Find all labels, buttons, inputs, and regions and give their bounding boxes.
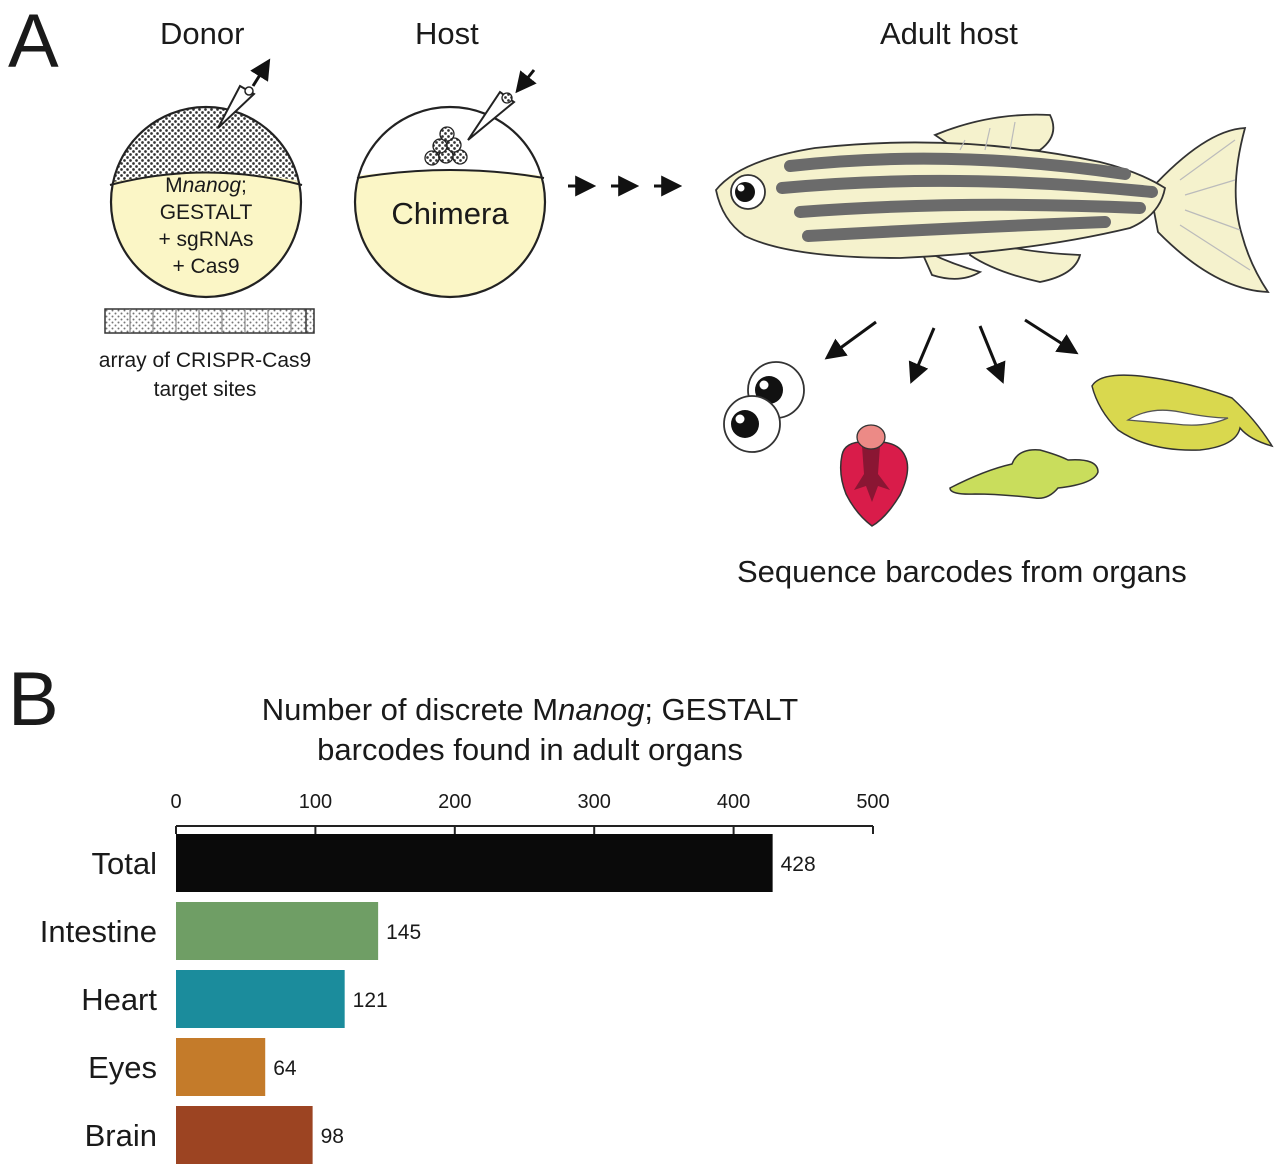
- bar-brain: [176, 1106, 313, 1164]
- eyes-organ: [723, 361, 805, 453]
- dorsal-fin: [933, 113, 1055, 153]
- chart-title-prefix: Number of discrete M: [261, 692, 559, 727]
- heart-organ: [839, 424, 909, 527]
- adult-host-label: Adult host: [880, 16, 1018, 51]
- category-label: Intestine: [40, 914, 157, 949]
- data-label: 98: [321, 1125, 344, 1148]
- panel-a-letter: A: [8, 0, 59, 84]
- array-caption-line2: target sites: [153, 378, 257, 401]
- fin-rays: [959, 121, 1251, 271]
- organs-caption: Sequence barcodes from organs: [737, 554, 1187, 589]
- donor-pipette: [217, 58, 271, 129]
- donor-genotype-italic: nanog: [182, 174, 242, 197]
- bar-heart: [176, 970, 345, 1028]
- host-pipette: [467, 69, 537, 141]
- chart-title-suffix: ; GESTALT: [644, 692, 799, 727]
- array-caption-line1: array of CRISPR-Cas9: [98, 349, 312, 372]
- chart-title-line2: barcodes found in adult organs: [317, 732, 743, 767]
- category-label: Brain: [85, 1118, 157, 1153]
- x-tick-label: 400: [717, 791, 750, 813]
- category-label: Heart: [81, 982, 157, 1017]
- transplanted-cells: [424, 126, 468, 166]
- panel-b-letter: B: [8, 657, 59, 742]
- category-label: Total: [92, 846, 157, 881]
- tail-fin: [1149, 127, 1270, 293]
- zebrafish-illustration: [715, 113, 1270, 293]
- data-label: 121: [353, 989, 388, 1012]
- x-tick-label: 100: [299, 791, 332, 813]
- donor-gestalt-line: GESTALT: [159, 201, 253, 224]
- data-label: 428: [781, 853, 816, 876]
- data-label: 145: [386, 921, 421, 944]
- bar-eyes: [176, 1038, 266, 1096]
- donor-genotype-suffix: ;: [241, 174, 247, 197]
- bar-total: [176, 834, 773, 892]
- chimera-label: Chimera: [391, 196, 509, 231]
- donor-label: Donor: [160, 16, 245, 51]
- host-label: Host: [415, 16, 479, 51]
- x-tick-label: 300: [578, 791, 611, 813]
- chart-title: Number of discrete Mnanog; GESTALT barco…: [200, 690, 860, 770]
- x-tick-label: 200: [438, 791, 471, 813]
- donor-genotype-line: Mnanog;: [126, 172, 286, 199]
- body-stripes: [776, 152, 1158, 242]
- data-label: 64: [273, 1057, 297, 1080]
- chart-title-italic: nanog: [558, 692, 645, 727]
- donor-sgrna-line: + sgRNAs: [158, 228, 254, 251]
- crispr-target-array: [104, 308, 315, 334]
- donor-genotype-prefix: M: [165, 174, 183, 197]
- category-label: Eyes: [88, 1050, 157, 1085]
- intestine-organ: [1091, 374, 1274, 451]
- x-tick-label: 0: [170, 791, 181, 813]
- donor-embryo-text: Mnanog; GESTALT + sgRNAs + Cas9: [126, 172, 286, 280]
- array-caption: array of CRISPR-Cas9 target sites: [70, 346, 340, 404]
- chart-title-line1: Number of discrete Mnanog; GESTALT: [200, 690, 860, 730]
- liver-organ: [949, 449, 1099, 500]
- x-tick-label: 500: [856, 791, 889, 813]
- bar-intestine: [176, 902, 379, 960]
- organ-arrows: [824, 318, 1079, 384]
- donor-cas9-line: + Cas9: [172, 255, 240, 278]
